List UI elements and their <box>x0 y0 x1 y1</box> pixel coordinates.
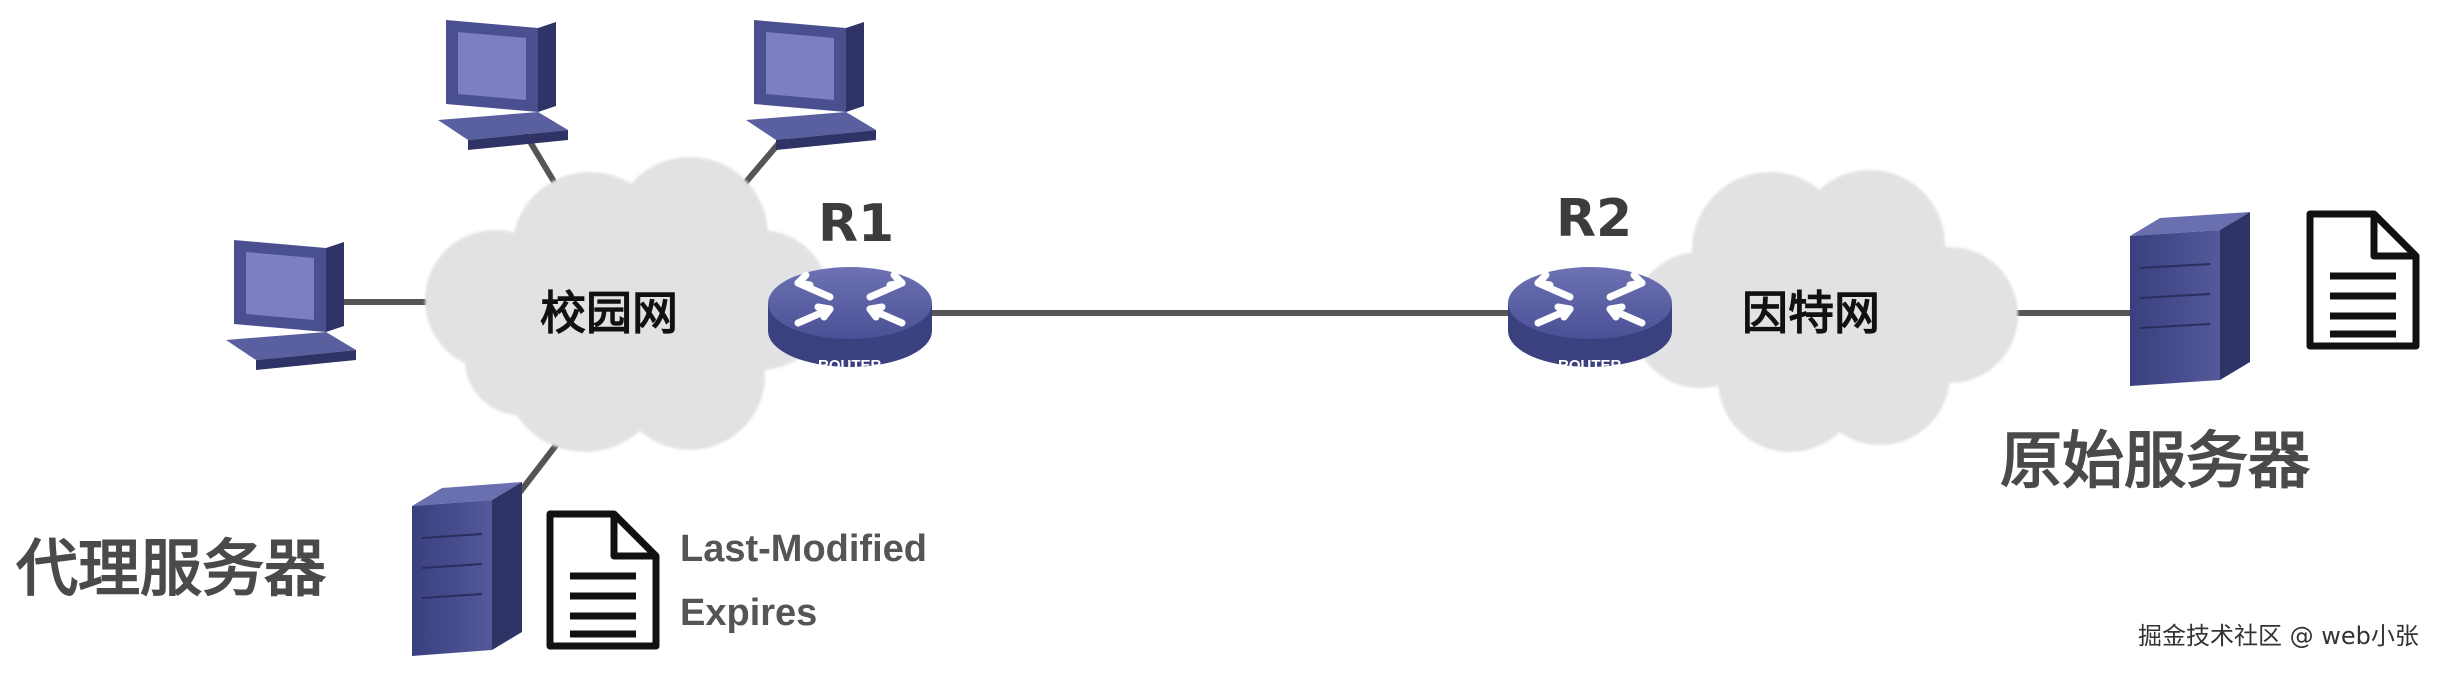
computer-icon[interactable] <box>438 20 568 150</box>
cloud-icon <box>1632 170 2018 452</box>
campus-network-label: 校园网 <box>540 286 678 340</box>
document-icon[interactable] <box>2306 210 2420 350</box>
watermark: 掘金技术社区 @ web小张 <box>2138 622 2419 650</box>
router-icon[interactable] <box>768 267 932 367</box>
expires-label: Expires <box>680 592 818 634</box>
proxy-server-label: 代理服务器 <box>16 532 327 605</box>
server-icon[interactable] <box>412 482 522 656</box>
document-icon[interactable] <box>546 510 660 650</box>
link-proxy <box>517 437 563 495</box>
last-modified-label: Last-Modified <box>680 528 927 570</box>
router-r2-text: ROUTER <box>1558 357 1622 374</box>
computer-icon[interactable] <box>746 20 876 150</box>
router-r1-text: ROUTER <box>818 357 882 374</box>
internet-label: 因特网 <box>1742 286 1880 340</box>
router-r1-label: R1 <box>818 194 895 254</box>
origin-server-label: 原始服务器 <box>2000 424 2311 497</box>
router-icon[interactable] <box>1508 267 1672 367</box>
router-r2-label: R2 <box>1556 189 1633 249</box>
server-icon[interactable] <box>2130 212 2250 386</box>
computer-icon[interactable] <box>226 240 356 370</box>
